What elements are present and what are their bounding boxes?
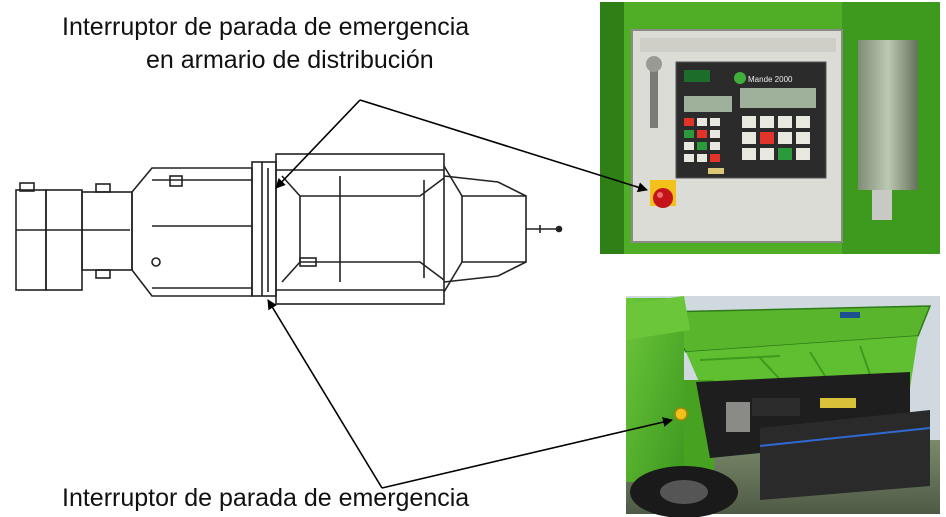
right-keypad [742,116,810,160]
machine-side-photo [626,296,940,517]
left-keypad [684,96,732,162]
bottom-label: Interruptor de parada de emergencia [62,484,470,512]
arrow-icon [267,99,673,489]
panel-brand-text: Mande 2000 [748,75,793,84]
top-label-line-2: en armario de distribución [146,46,434,74]
machine-top-view-drawing [15,153,563,305]
emergency-stop-button-icon [650,180,676,208]
top-label-line-1: Interruptor de parada de emergencia [62,13,470,41]
side-emergency-stop-icon [674,407,688,421]
control-cabinet-photo: Mande 2000 [600,2,940,254]
